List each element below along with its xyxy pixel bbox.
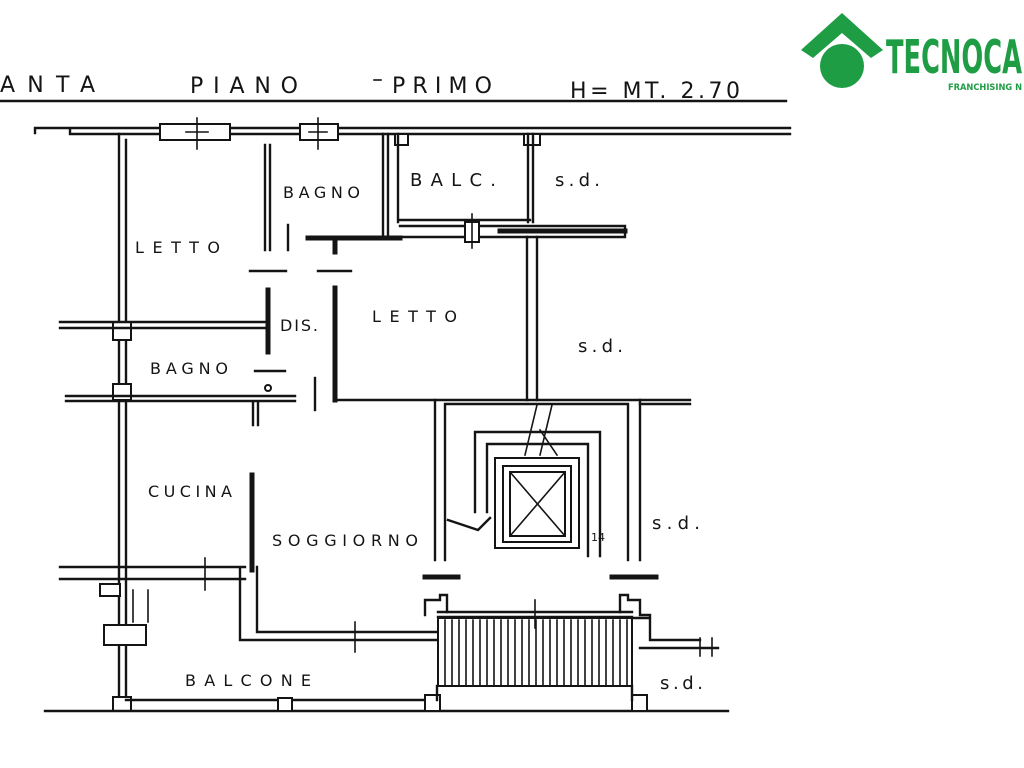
window-bedroom-left-mark [185, 117, 209, 150]
pillar-bottom-3 [631, 694, 648, 712]
room-labels: BAGNO BALC. s.d. LETTO DIS. LETTO s.d. B… [135, 170, 703, 694]
room-label-letto-left: LETTO [135, 238, 220, 257]
room-label-bagno-top: BAGNO [283, 183, 360, 202]
balcony-small-walls [396, 132, 535, 224]
logo-roof-icon [801, 13, 883, 58]
stairwell [433, 398, 642, 562]
title-word-pianta: ANTA [0, 73, 95, 98]
balcony-left-pillar [423, 593, 634, 702]
wall-bottom-left-marks [204, 557, 356, 653]
room-label-cucina: CUCINA [148, 482, 232, 501]
bedroom-center-walls [333, 235, 692, 406]
stair-flight [473, 430, 602, 558]
balcony-right-marks [699, 637, 713, 657]
technical-cabinet-bottom [103, 624, 147, 646]
stair-zigzag [446, 516, 492, 532]
exterior-wall-bottom [43, 698, 730, 713]
balcony-railing-bars [444, 619, 628, 686]
pillar-left-upper [112, 321, 132, 341]
room-label-dis: DIS. [280, 316, 318, 335]
elevator-cross-mark [508, 470, 567, 538]
stair-break-line [524, 404, 559, 457]
exterior-wall-left [117, 132, 128, 702]
exterior-wall-top [33, 126, 792, 136]
room-label-soggiorno: SOGGIORNO [272, 531, 418, 550]
title-word-piano: PIANO [190, 74, 298, 99]
wall-bottom-left [58, 565, 439, 642]
partition-letto-bagno [58, 320, 270, 330]
logo-tagline: FRANCHISING N [948, 83, 1022, 93]
exterior-walls [33, 117, 792, 713]
technical-cabinet-top [99, 583, 121, 597]
room-label-bagno-left: BAGNO [150, 359, 228, 378]
technical-cabinet-lines [132, 589, 149, 623]
balcony [423, 593, 720, 702]
bathroom-top-bottom-wall [305, 235, 403, 255]
pillar-top-balc-left [394, 133, 409, 146]
door-hinge-mark [264, 384, 272, 392]
bathroom-top-walls [263, 132, 390, 252]
logo-circle-icon [820, 44, 864, 88]
logo-brand-name: TECNOCA [886, 30, 1022, 84]
balcony-right-pillar [618, 593, 720, 650]
room-label-sd-top-right: s.d. [555, 170, 600, 191]
tecnocasa-logo: TECNOCA FRANCHISING N [801, 13, 1022, 93]
interior-walls [58, 132, 692, 653]
window-bathroom-top-mark [308, 117, 328, 150]
room-label-sd-mid-right: s.d. [578, 336, 623, 357]
stair-number-label: 14 [591, 531, 605, 544]
partition-bagno-cucina [64, 394, 297, 427]
door-openings [248, 269, 659, 580]
room-label-sd-bottom-right: s.d. [660, 673, 703, 694]
room-label-sd-stair-right: s.d. [652, 513, 700, 534]
pillar-bottom-1 [277, 697, 293, 712]
room-label-letto-center: LETTO [372, 307, 457, 326]
pillar-left-middle [112, 383, 132, 401]
room-label-balc: BALC. [410, 170, 496, 191]
plan-header: ANTA PIANO PRIMO H= MT. 2.70 [0, 73, 788, 104]
title-word-primo: PRIMO [392, 74, 492, 99]
room-label-balcone: BALCONE [185, 671, 311, 690]
stairwell-walls [433, 398, 642, 562]
